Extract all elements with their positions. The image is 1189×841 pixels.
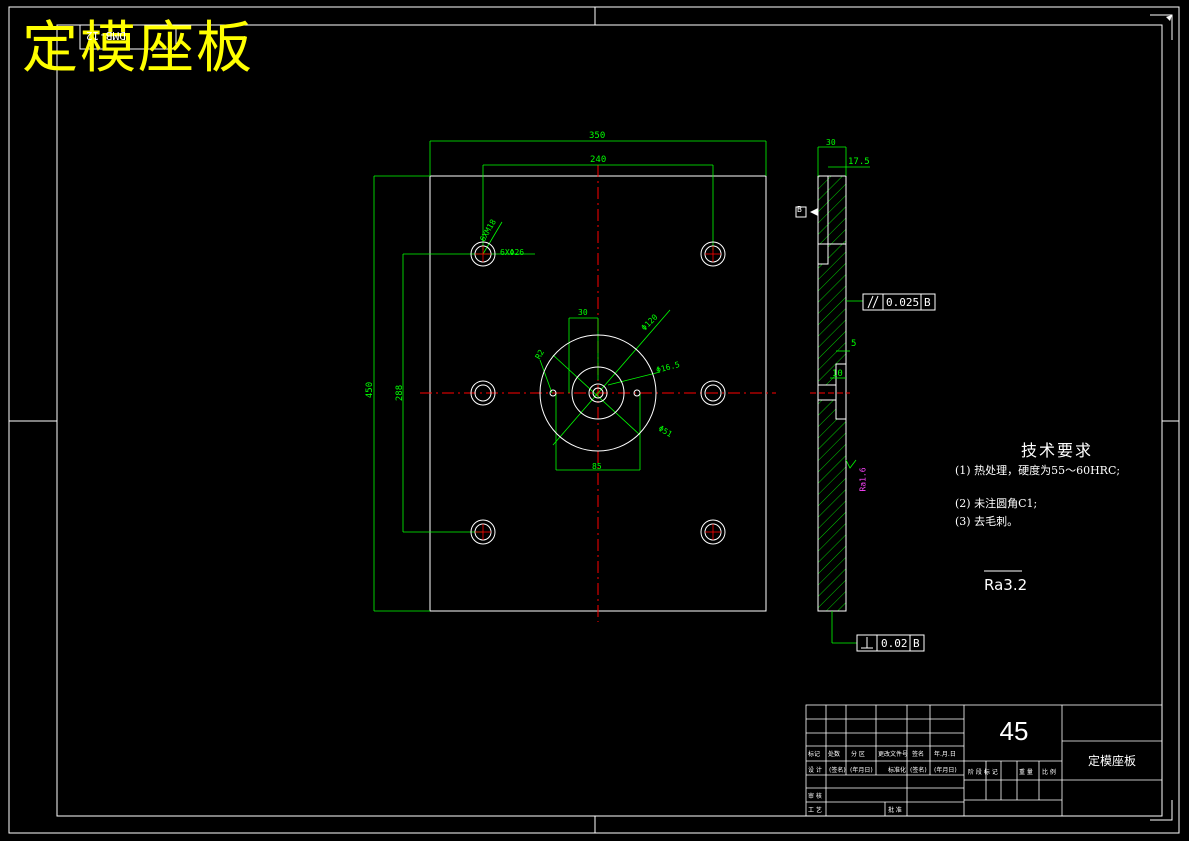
tb-design-2: (年月日)	[850, 767, 873, 774]
tech-item-2: (2) 未注圆角C1;	[955, 497, 1038, 510]
dim-depth-10: 10	[832, 369, 843, 379]
tb-stage-2: 比 例	[1042, 769, 1056, 776]
tb-stage-0: 阶 段 标 记	[968, 769, 998, 776]
dim-350: 350	[589, 131, 606, 141]
tb-approve: 批 准	[888, 807, 902, 814]
dim-288: 288	[395, 384, 406, 402]
parallel-datum: B	[924, 296, 931, 309]
tb-design-3: 标准化	[888, 767, 907, 774]
dim-30-center: 30	[578, 308, 588, 317]
tb-header-1: 处数	[828, 751, 841, 758]
tb-header-3: 更改文件号	[878, 751, 909, 758]
tech-title: 技术要求	[1021, 441, 1094, 460]
tb-header-5: 年.月.日	[934, 751, 956, 758]
dim-depth-5: 5	[851, 339, 857, 349]
tb-header-2: 分 区	[851, 751, 865, 758]
tb-design-4: (签名)	[910, 767, 927, 774]
tb-design-5: (年月日)	[934, 767, 957, 774]
part-name: 定模座板	[1087, 754, 1136, 768]
tb-design-0: 设 计	[808, 767, 822, 774]
datum-b-label: B	[797, 205, 802, 214]
outer-frame	[8, 6, 1180, 834]
title-block	[805, 704, 1163, 817]
drawing-code: DMB-12	[86, 29, 126, 42]
dim-hole-callout: 6XΦ26	[500, 248, 525, 257]
parallel-value: 0.025	[886, 296, 920, 309]
tb-stage-1: 重 量	[1019, 769, 1033, 776]
dim-thickness-30: 30	[826, 138, 836, 147]
tb-design-1: (签名)	[829, 767, 846, 774]
drawing-title: 定模座板	[22, 16, 254, 81]
center-bore	[539, 334, 657, 452]
tb-header-4: 签名	[912, 751, 925, 758]
dim-85: 85	[592, 462, 602, 471]
tb-header-0: 标记	[808, 751, 821, 758]
perp-datum: B	[913, 637, 920, 650]
surface-roughness: Ra3.2	[984, 576, 1028, 594]
inner-frame	[56, 24, 1163, 817]
dim-240: 240	[590, 155, 607, 165]
tech-item-3: (3) 去毛刺。	[955, 515, 1019, 528]
dim-17-5: 17.5	[848, 157, 870, 167]
dim-450: 450	[365, 381, 376, 399]
dim-roughness-side: Ra1.6	[858, 467, 868, 492]
perp-value: 0.02	[881, 637, 908, 650]
tech-item-1: (1) 热处理，硬度为55～60HRC;	[955, 464, 1121, 477]
material: 45	[999, 716, 1029, 746]
tb-review: 审 核	[808, 793, 822, 800]
tb-process: 工 艺	[808, 807, 822, 814]
